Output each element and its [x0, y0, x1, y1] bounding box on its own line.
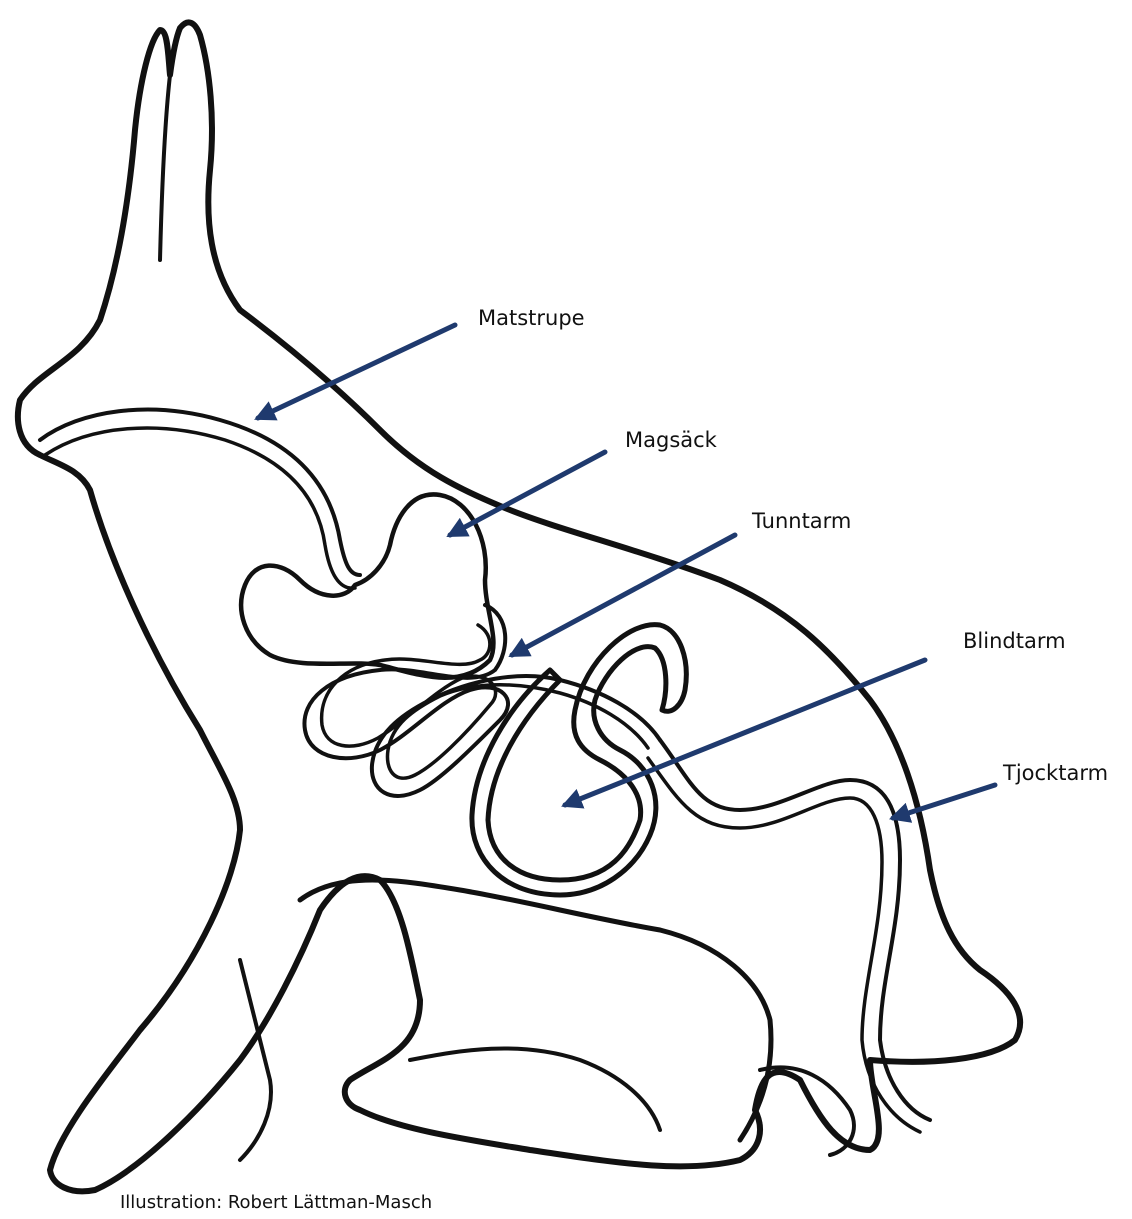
label-matstrupe: Matstrupe	[478, 308, 585, 329]
hind-foot-line	[410, 1048, 660, 1130]
oesophagus-inner	[45, 428, 355, 588]
label-tjocktarm: Tjocktarm	[1003, 763, 1108, 784]
label-tunntarm: Tunntarm	[752, 511, 851, 532]
ear-split	[160, 75, 170, 260]
colon-inner	[648, 758, 920, 1132]
caecum-outline	[472, 625, 686, 895]
label-magsack: Magsäck	[625, 430, 717, 451]
stomach-outline	[241, 494, 493, 677]
rabbit-body-outline	[18, 22, 1020, 1191]
front-leg-line	[240, 960, 271, 1160]
illustration-credit: Illustration: Robert Lättman-Masch	[120, 1194, 432, 1212]
haunch-line	[300, 880, 771, 1140]
arrow-tjocktarm	[893, 785, 995, 818]
label-blindtarm: Blindtarm	[963, 631, 1066, 652]
